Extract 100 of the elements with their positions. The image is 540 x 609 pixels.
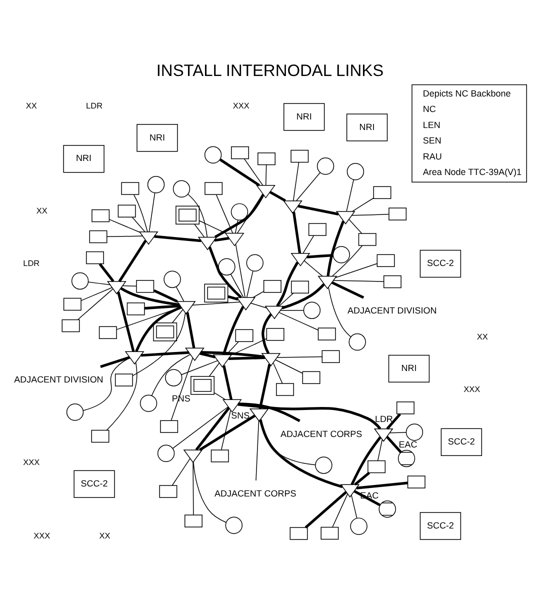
connector: [259, 418, 343, 488]
node-circle: [165, 368, 182, 386]
connector: [98, 262, 114, 282]
connector: [208, 246, 242, 298]
node-box: [159, 484, 178, 498]
node-box: [89, 230, 108, 243]
node-box: NRI: [346, 113, 388, 141]
node-circle: [315, 456, 332, 474]
connector: [200, 352, 216, 358]
legend-label: NC: [422, 104, 436, 114]
node-box: [160, 420, 178, 432]
node-box: [136, 280, 154, 292]
connector: [122, 284, 137, 286]
connector: [106, 362, 138, 430]
node-circle: [316, 157, 334, 174]
connector: [346, 178, 354, 212]
node-circle: [164, 270, 181, 288]
node-box: [388, 207, 407, 220]
connector: [118, 239, 147, 282]
connector: [328, 286, 352, 337]
node-triangle: [212, 354, 232, 368]
connector: [265, 164, 267, 186]
node-circle: [346, 162, 364, 180]
node-circle: [230, 202, 248, 220]
connector: [292, 211, 302, 253]
label: XXX: [464, 384, 480, 394]
node-triangle: [264, 305, 284, 319]
node-circle: [66, 403, 84, 420]
connector: [296, 172, 321, 201]
connector: [332, 280, 364, 298]
label: XX: [36, 206, 48, 215]
connector: [194, 223, 205, 237]
node-triangle: [106, 280, 126, 294]
node-label: SNS: [231, 410, 250, 420]
connector: [348, 218, 362, 234]
connector: [230, 273, 244, 298]
connector: [172, 308, 184, 322]
node-box: SCC-2: [420, 512, 462, 540]
connector: [199, 414, 256, 450]
connector: [132, 216, 146, 232]
node-box: [231, 146, 249, 159]
connector: [275, 359, 303, 374]
connector: [351, 494, 358, 518]
connector: [192, 461, 194, 515]
node-box: [114, 373, 133, 386]
node-label: LDR: [374, 414, 393, 424]
node-triangle: [222, 398, 242, 412]
connector: [235, 219, 238, 233]
node-box: NRI: [283, 102, 325, 130]
connector: [304, 490, 347, 528]
node-box: [302, 370, 320, 384]
node-box: [290, 149, 309, 162]
connector: [262, 312, 272, 354]
node-box: SCC-2: [440, 428, 482, 456]
label: LDR: [23, 258, 40, 268]
connector: [238, 402, 300, 422]
node-box: [204, 182, 223, 194]
node-box: [91, 429, 110, 442]
node-box: [396, 401, 414, 414]
connector: [270, 190, 286, 202]
node-triangle: [318, 275, 338, 289]
node-triangle: [124, 350, 144, 364]
node-box: NRI: [63, 144, 104, 172]
node-text: ADJACENT DIVISION: [348, 304, 437, 315]
connector: [78, 288, 114, 320]
node-circle: [71, 272, 89, 290]
label: XXX: [232, 101, 250, 110]
connector: [135, 306, 182, 352]
node-circle: [303, 301, 321, 318]
label: LDR: [86, 101, 103, 110]
connector: [154, 234, 202, 242]
connector: [354, 471, 370, 486]
node-box: [383, 274, 402, 288]
legend-label: RAU: [422, 150, 442, 161]
node-triangle: [249, 408, 269, 422]
connector: [228, 294, 238, 300]
node-triangle: [290, 252, 310, 266]
connector: [335, 262, 378, 278]
connector: [333, 280, 384, 282]
connector: [278, 312, 319, 330]
node-box: [290, 280, 309, 293]
connector: [108, 218, 140, 232]
connector: [276, 261, 299, 306]
connector: [386, 412, 402, 430]
label: XX: [476, 332, 488, 341]
node-box: [190, 376, 214, 394]
node-circle: [332, 246, 350, 263]
connector: [252, 290, 264, 298]
connector: [106, 235, 143, 237]
node-triangle: [224, 232, 244, 246]
node-circle: [225, 516, 243, 534]
connector: [199, 220, 226, 234]
node-circle: [157, 444, 175, 462]
node-box: [92, 208, 110, 222]
node-box: SCC-2: [420, 249, 462, 278]
connector: [377, 438, 383, 460]
connector: [214, 392, 226, 400]
node-triangle: [283, 200, 302, 214]
connector: [148, 192, 156, 232]
node-box: [263, 280, 282, 292]
